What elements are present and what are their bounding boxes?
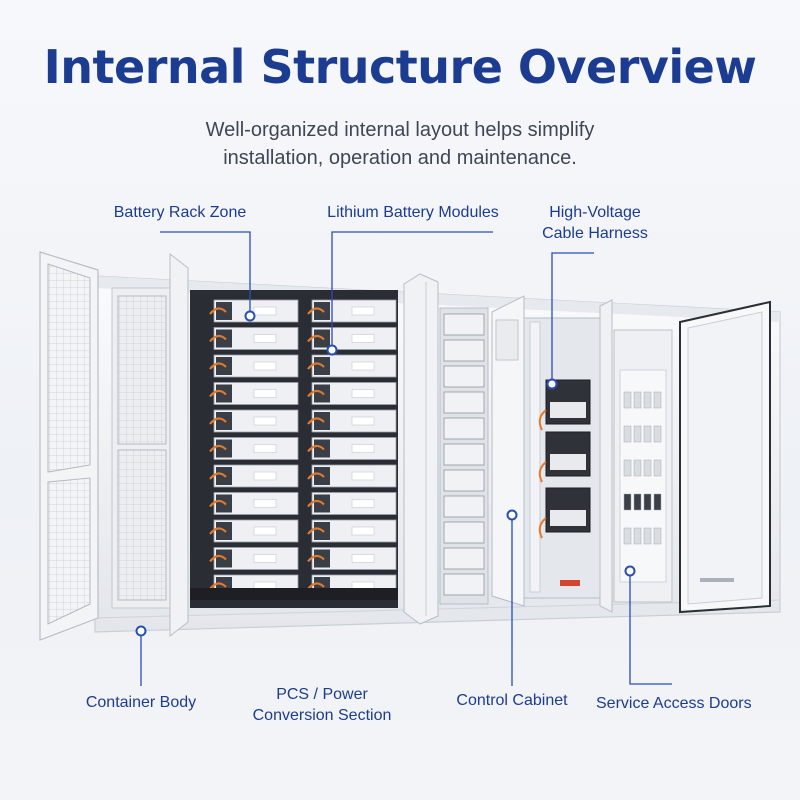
left-open-door: [39, 251, 99, 641]
battery-module: [209, 299, 299, 323]
breaker: [653, 391, 662, 409]
battery-module: [209, 519, 299, 543]
breaker: [623, 527, 632, 545]
label-control-cabinet: Control Cabinet: [456, 692, 568, 709]
breaker: [633, 527, 642, 545]
battery-module: [307, 547, 397, 570]
pcs-unit: [443, 313, 485, 336]
battery-module: [307, 382, 397, 405]
battery-module: [307, 327, 397, 350]
page-title: Internal Structure Overview: [43, 40, 757, 94]
pcs-unit: [443, 339, 485, 362]
breaker: [623, 493, 632, 511]
battery-module: [209, 409, 299, 433]
leader-lines: [135, 231, 672, 686]
breaker: [623, 425, 632, 443]
label-high-voltage-line-2: Cable Harness: [542, 225, 648, 242]
battery-module: [209, 437, 299, 460]
middle-door: [403, 273, 439, 625]
label-pcs-power-conversion-section: PCS / Power Conversion Section: [238, 684, 406, 726]
leader-lithium-battery-modules: [331, 231, 493, 348]
marker-control-cabinet: [506, 509, 518, 521]
battery-module: [209, 492, 299, 515]
label-high-voltage-cable-harness: High-Voltage Cable Harness: [520, 202, 670, 244]
breaker: [623, 459, 632, 477]
breaker: [623, 391, 632, 409]
rack-base: [190, 588, 398, 600]
breaker: [643, 391, 652, 409]
marker-container-body: [135, 625, 147, 637]
hv-indicator: [560, 580, 580, 586]
leader-high-voltage-cable-harness: [551, 252, 594, 382]
pcs-unit: [443, 547, 485, 570]
control-cabinet: [491, 295, 607, 607]
battery-module: [307, 464, 397, 488]
pcs-unit: [443, 521, 485, 544]
breaker: [643, 493, 652, 511]
battery-module: [209, 354, 299, 378]
battery-module: [307, 519, 397, 543]
breaker: [653, 425, 662, 443]
battery-module: [307, 409, 397, 433]
battery-rack-zone: [190, 290, 398, 608]
mesh-bay: [111, 252, 189, 638]
label-service-access-doors: Service Access Doors: [596, 695, 752, 712]
label-battery-rack-zone: Battery Rack Zone: [113, 204, 247, 221]
label-pcs-line-1: PCS / Power: [276, 686, 368, 703]
leader-service-access-doors: [629, 570, 672, 685]
battery-module: [209, 464, 299, 488]
breaker: [643, 459, 652, 477]
label-container-body: Container Body: [85, 694, 197, 711]
battery-module: [209, 547, 299, 570]
pcs-unit: [443, 469, 485, 492]
pcs-section: [439, 307, 489, 605]
leader-battery-rack-zone: [160, 231, 251, 314]
breaker: [633, 391, 642, 409]
battery-module: [307, 437, 397, 460]
breaker: [653, 527, 662, 545]
high-voltage-modules: [538, 379, 591, 586]
marker-service-access-doors: [624, 565, 636, 577]
label-lithium-battery-modules: Lithium Battery Modules: [327, 204, 499, 221]
breaker: [633, 425, 642, 443]
breaker: [633, 459, 642, 477]
page-subtitle: Well-organized internal layout helps sim…: [0, 116, 800, 172]
breaker: [633, 493, 642, 511]
marker-high-voltage-cable-harness: [546, 378, 558, 390]
marker-lithium-battery-modules: [326, 344, 338, 356]
breaker: [643, 527, 652, 545]
pcs-unit: [443, 391, 485, 414]
battery-module: [209, 382, 299, 405]
battery-module: [307, 354, 397, 378]
pcs-unit: [443, 495, 485, 518]
breaker: [653, 493, 662, 511]
label-pcs-line-2: Conversion Section: [252, 707, 392, 724]
right-open-door: [679, 300, 771, 614]
breaker: [643, 425, 652, 443]
pcs-unit: [443, 443, 485, 466]
subtitle-line-1: Well-organized internal layout helps sim…: [205, 119, 595, 141]
pcs-unit: [443, 573, 485, 596]
distribution-cabinet: [599, 299, 673, 613]
breaker: [653, 459, 662, 477]
pcs-unit: [443, 417, 485, 440]
label-high-voltage-line-1: High-Voltage: [549, 204, 641, 221]
battery-module: [209, 327, 299, 350]
pcs-unit: [443, 365, 485, 388]
battery-module: [307, 492, 397, 515]
marker-battery-rack-zone: [244, 310, 256, 322]
battery-module: [307, 299, 397, 323]
subtitle-line-2: installation, operation and maintenance.: [223, 147, 577, 169]
